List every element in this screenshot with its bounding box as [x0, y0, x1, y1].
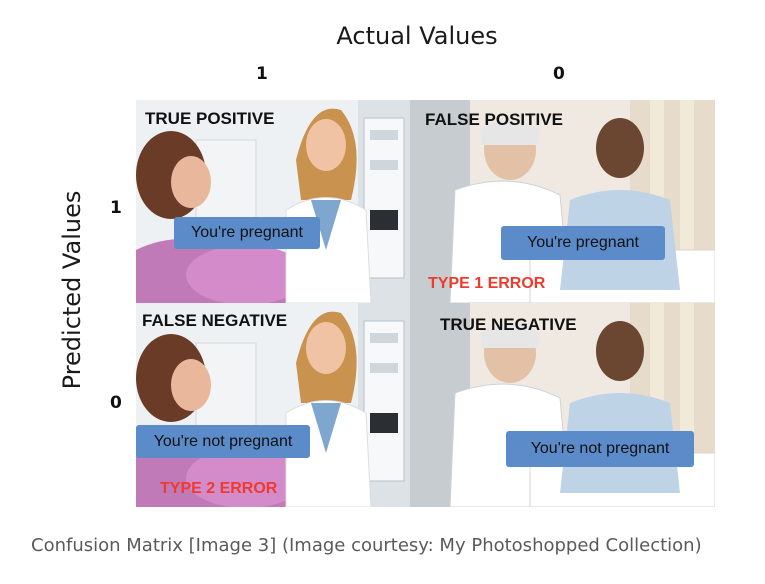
row-label-1: 1 [110, 198, 122, 218]
doctor-male-patient-illustration [410, 100, 715, 303]
actual-values-title: Actual Values [336, 22, 498, 50]
speech-bubble: You're pregnant [174, 217, 320, 249]
type-1-error-label: TYPE 1 ERROR [428, 275, 546, 292]
true-negative-cell: TRUE NEGATIVE You're not pregnant [410, 303, 715, 507]
true-positive-label: TRUE POSITIVE [145, 109, 275, 128]
speech-bubble: You're not pregnant [136, 425, 310, 458]
false-negative-label: FALSE NEGATIVE [142, 311, 288, 330]
true-negative-label: TRUE NEGATIVE [440, 315, 577, 334]
true-positive-cell: TRUE POSITIVE You're pregnant [136, 100, 410, 303]
predicted-values-title: Predicted Values [58, 190, 86, 390]
confusion-matrix-grid: TRUE POSITIVE You're pregnant FALSE POSI… [136, 100, 715, 507]
row-label-0: 0 [110, 393, 122, 413]
false-positive-cell: FALSE POSITIVE You're pregnant TYPE 1 ER… [410, 100, 715, 303]
column-label-1: 1 [256, 64, 268, 84]
column-label-0: 0 [553, 64, 565, 84]
type-2-error-label: TYPE 2 ERROR [160, 480, 278, 497]
pregnant-patient-doctor-illustration [136, 100, 410, 303]
doctor-male-patient-illustration [410, 303, 715, 507]
figure-caption: Confusion Matrix [Image 3] (Image courte… [31, 535, 702, 556]
pregnant-patient-doctor-illustration [136, 303, 410, 507]
false-positive-label: FALSE POSITIVE [425, 110, 563, 129]
speech-bubble: You're pregnant [501, 226, 665, 260]
speech-bubble: You're not pregnant [506, 431, 694, 467]
false-negative-cell: FALSE NEGATIVE You're not pregnant TYPE … [136, 303, 410, 507]
